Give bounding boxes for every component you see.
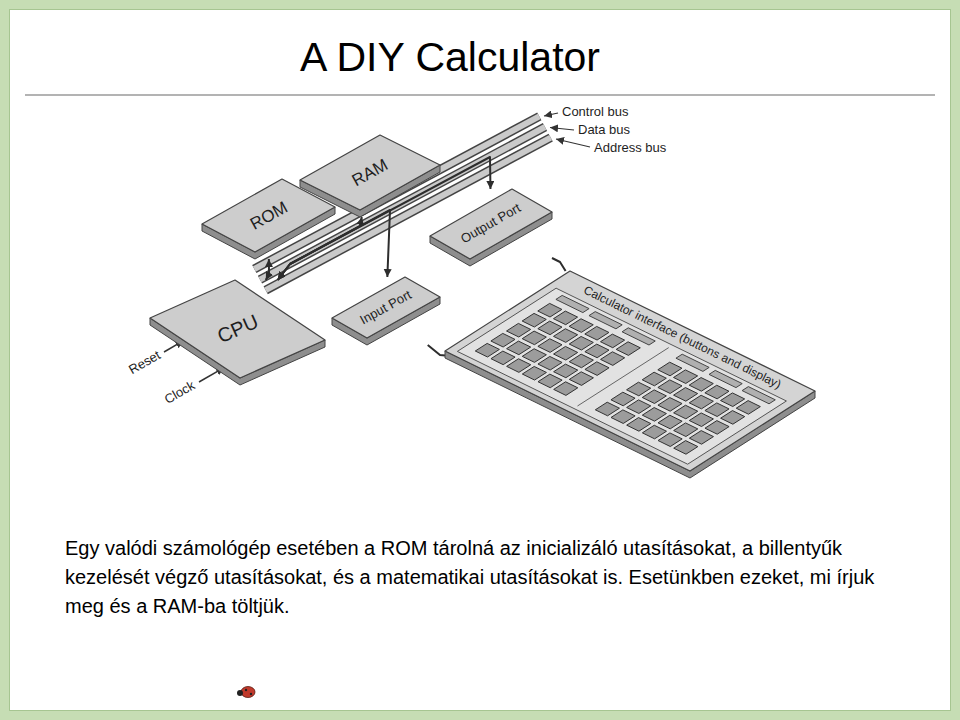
key-button — [721, 393, 745, 407]
key-button — [658, 415, 682, 429]
key-button — [601, 352, 625, 366]
bus-connector — [266, 259, 269, 280]
chip-top — [202, 179, 335, 252]
key-button — [674, 441, 698, 455]
key-button — [522, 366, 546, 380]
key-button — [611, 392, 635, 406]
key-button — [569, 354, 593, 368]
key-button — [585, 344, 609, 358]
key-button — [595, 402, 619, 416]
key-button — [642, 425, 666, 439]
bus-connector — [428, 345, 445, 356]
key-button — [569, 336, 593, 350]
leader-line — [556, 139, 590, 147]
key-button — [554, 329, 578, 343]
input-port: Input Port — [332, 277, 440, 345]
chip-top — [150, 280, 325, 378]
ladybug-body — [241, 687, 255, 698]
key-button — [705, 385, 729, 399]
key-button — [611, 410, 635, 424]
key-button — [538, 321, 562, 335]
key-button — [658, 380, 682, 394]
leader-line — [550, 128, 574, 131]
key-button — [616, 342, 640, 356]
key-button — [554, 364, 578, 378]
key-button — [553, 311, 577, 325]
key-button — [705, 403, 729, 417]
key-button — [491, 333, 515, 347]
key-button — [674, 423, 698, 437]
key-button — [491, 351, 515, 365]
chip-top — [430, 189, 552, 259]
bus-label: Address bus — [594, 141, 666, 156]
key-button — [689, 431, 713, 445]
key-button — [674, 370, 698, 384]
bus-connector — [552, 258, 566, 271]
key-button — [600, 334, 624, 348]
key-button — [538, 303, 562, 317]
chip-top — [300, 135, 440, 210]
ladybug-dot — [245, 689, 247, 691]
slide-title: A DIY Calculator — [0, 34, 900, 81]
slide-caption: Egy valódi számológép esetében a ROM tár… — [65, 534, 885, 621]
key-button — [689, 395, 713, 409]
key-button — [554, 346, 578, 360]
calculator-interface: Calculator interface (buttons and displa… — [445, 271, 815, 478]
chip-top — [332, 277, 440, 338]
key-button — [585, 326, 609, 340]
key-button — [642, 390, 666, 404]
key-button — [538, 356, 562, 370]
key-button — [658, 398, 682, 412]
key-button — [627, 382, 651, 396]
ladybug-icon — [237, 687, 255, 698]
key-button — [538, 339, 562, 353]
key-button — [507, 341, 531, 355]
ladybug-head — [237, 690, 243, 696]
key-button — [705, 421, 729, 435]
key-button — [658, 433, 682, 447]
key-button — [522, 313, 546, 327]
chip-top — [445, 271, 815, 471]
bus-label: Control bus — [562, 105, 628, 120]
ladybug-dot — [250, 693, 252, 695]
bus-label: Data bus — [578, 123, 630, 138]
key-button — [642, 372, 666, 386]
key-button — [736, 401, 760, 415]
key-button — [674, 405, 698, 419]
output-port: Output Port — [430, 189, 552, 266]
signal-label: Clock — [162, 378, 198, 407]
signal-label: Reset — [127, 348, 164, 378]
key-button — [689, 413, 713, 427]
key-button — [674, 388, 698, 402]
key-button — [627, 418, 651, 432]
key-button — [475, 343, 499, 357]
key-button — [627, 400, 651, 414]
key-button — [658, 362, 682, 376]
key-button — [689, 378, 713, 392]
key-button — [642, 408, 666, 422]
key-button — [507, 359, 531, 373]
rom-chip: ROM — [202, 179, 335, 259]
key-button — [554, 382, 578, 396]
leader-line — [544, 113, 558, 116]
key-button — [569, 372, 593, 386]
key-button — [569, 319, 593, 333]
title-rule — [25, 94, 935, 96]
key-button — [522, 331, 546, 345]
key-button — [585, 362, 609, 376]
key-button — [522, 349, 546, 363]
key-button — [507, 323, 531, 337]
key-button — [721, 411, 745, 425]
cpu-chip: CPU — [150, 280, 325, 385]
key-button — [538, 374, 562, 388]
